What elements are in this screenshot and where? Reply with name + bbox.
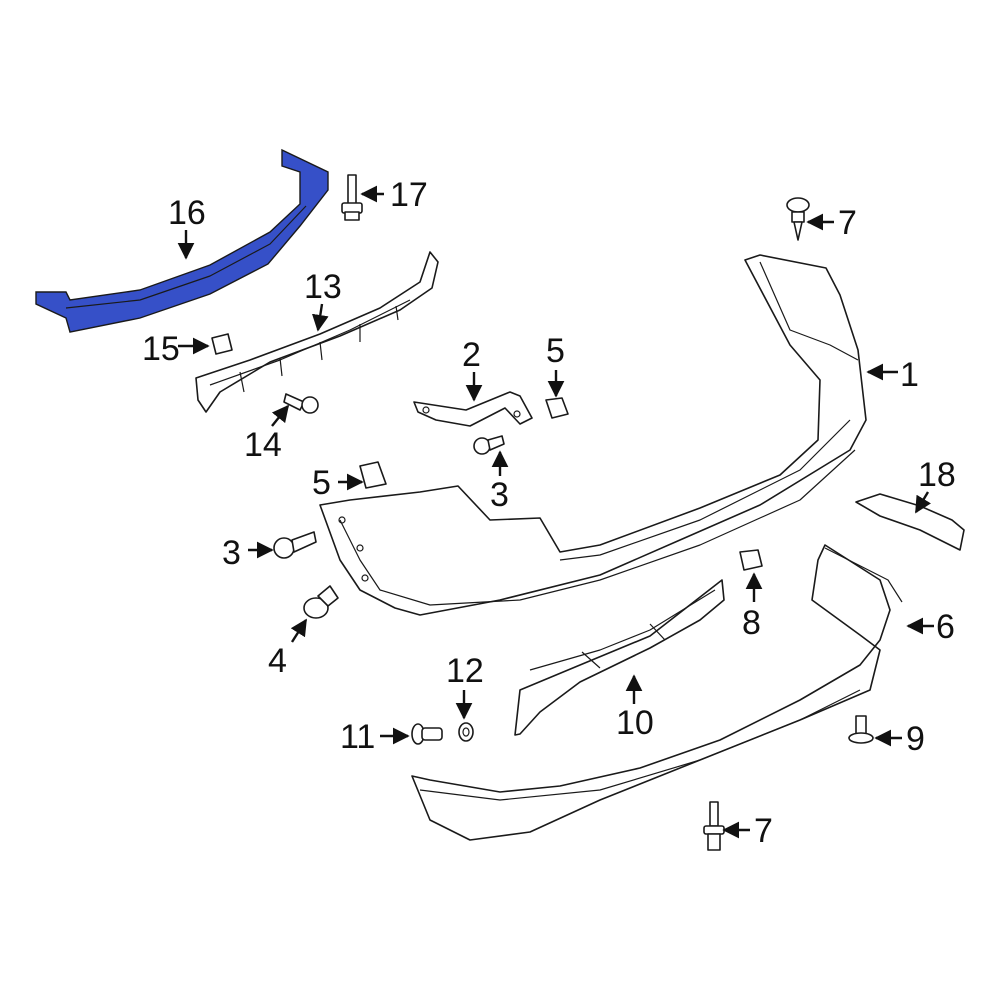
callout-12[interactable]: 12 — [446, 652, 484, 690]
part-12-washer[interactable] — [458, 722, 474, 742]
part-1-bumper-cover[interactable] — [319, 254, 867, 616]
part-9-pin[interactable] — [848, 715, 874, 744]
callout-18[interactable]: 18 — [918, 456, 956, 494]
arrow-4 — [290, 618, 308, 643]
callout-8[interactable]: 8 — [742, 604, 761, 642]
callout-16[interactable]: 16 — [168, 194, 206, 232]
callout-10[interactable]: 10 — [616, 704, 654, 742]
part-16-reinforcement-beam[interactable] — [35, 148, 329, 333]
arrow-13 — [311, 303, 329, 332]
part-4-push-pin[interactable] — [303, 585, 339, 619]
arrow-14 — [271, 404, 290, 427]
part-3-screw-upper[interactable] — [473, 435, 505, 455]
callout-labels: 16 17 7 13 15 2 5 1 14 3 18 5 3 8 6 4 10… — [142, 176, 956, 850]
callout-13[interactable]: 13 — [304, 268, 342, 306]
part-15-clip[interactable] — [211, 333, 233, 355]
callout-15[interactable]: 15 — [142, 330, 180, 368]
callout-9[interactable]: 9 — [906, 720, 925, 758]
callout-7-bottom[interactable]: 7 — [754, 812, 773, 850]
part-10-lower-absorber[interactable] — [514, 579, 725, 736]
part-17-bolt[interactable] — [341, 174, 363, 221]
callout-14[interactable]: 14 — [244, 426, 282, 464]
part-3-screw-lower[interactable] — [273, 531, 317, 559]
callout-7-top[interactable]: 7 — [838, 204, 857, 242]
callout-17[interactable]: 17 — [390, 176, 428, 214]
part-7-rivet-bottom[interactable] — [703, 801, 725, 851]
callout-11[interactable]: 11 — [340, 718, 375, 756]
part-8-clip[interactable] — [739, 549, 763, 571]
arrow-18 — [914, 491, 931, 514]
callout-5-upper[interactable]: 5 — [546, 332, 565, 370]
callout-6[interactable]: 6 — [936, 608, 955, 646]
callout-3-upper[interactable]: 3 — [490, 476, 509, 514]
part-11-pin[interactable] — [411, 723, 443, 745]
part-7-screw-top[interactable] — [786, 197, 810, 241]
callout-4[interactable]: 4 — [268, 642, 287, 680]
part-6-lower-cover[interactable] — [411, 544, 903, 841]
part-5-nut-lower[interactable] — [359, 461, 387, 489]
part-14-bolt[interactable] — [283, 393, 319, 414]
part-18-reflector[interactable] — [855, 493, 965, 551]
callout-3-lower[interactable]: 3 — [222, 534, 241, 572]
part-13-energy-absorber[interactable] — [195, 251, 439, 413]
callout-2[interactable]: 2 — [462, 336, 481, 374]
part-5-nut-upper[interactable] — [545, 397, 569, 419]
leader-arrows — [177, 185, 934, 839]
callout-5-lower[interactable]: 5 — [312, 464, 331, 502]
part-2-bracket[interactable] — [413, 391, 533, 427]
callout-1[interactable]: 1 — [900, 356, 919, 394]
